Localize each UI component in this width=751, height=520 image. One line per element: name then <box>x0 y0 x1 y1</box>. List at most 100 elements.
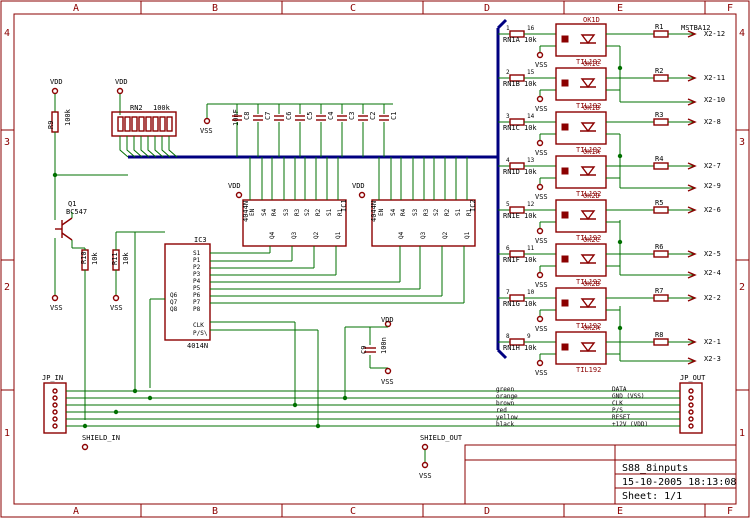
ic3-pin-label: P6 <box>193 292 201 299</box>
wire-color-5: yellow <box>496 414 518 421</box>
extra-outputs: X2-10 X2-9 X2-4 X2-3 MSTBA12 <box>681 24 725 363</box>
grid-col-f: F <box>727 3 733 14</box>
opto-label: OK2D <box>583 192 600 200</box>
rn-value: 10k <box>524 168 537 176</box>
ic3-4014: IC3 4014N S1P1P2P3P4P5P6P7P8CLKP/S\Q6Q7Q… <box>149 236 465 428</box>
opto-value: TIL192 <box>576 322 601 330</box>
ic3-pin-label: P5 <box>193 285 201 292</box>
ic-out-label: Q4 <box>269 231 276 239</box>
rn-label: RN1E <box>503 212 520 220</box>
out-label: X2-1 <box>704 338 721 346</box>
jp-in-label: JP_IN <box>42 374 63 382</box>
r10-value: 10k <box>91 252 99 265</box>
out-label: X2-6 <box>704 206 721 214</box>
grid-row-2-right: 2 <box>739 282 745 293</box>
r-label: R2 <box>655 67 663 75</box>
cap-label: C7 <box>264 112 272 120</box>
r11-label: R11 <box>111 252 119 265</box>
grid-row-4: 4 <box>4 28 10 39</box>
out-label: X2-11 <box>704 74 725 82</box>
rn-value: 10k <box>524 80 537 88</box>
r-label: R3 <box>655 111 663 119</box>
r9-label: R9 <box>47 121 55 129</box>
rn-pin: 13 <box>527 157 535 164</box>
cap-value: 10nF <box>232 109 240 126</box>
rn-value: 10k <box>524 344 537 352</box>
grid-row-4-right: 4 <box>739 28 745 39</box>
vdd-label-2: VDD <box>115 78 128 86</box>
ic3-pin-label: P4 <box>193 278 201 285</box>
grid-row-1: 1 <box>4 428 10 439</box>
q1-value: BC547 <box>66 208 87 216</box>
out-x2-10: X2-10 <box>704 96 725 104</box>
vss-label: VSS <box>535 149 548 157</box>
ic-pin-label: S1 <box>326 208 333 216</box>
ic-pin-label: R1 <box>466 208 473 216</box>
grid-col-d-bottom: D <box>484 506 490 517</box>
grid-col-f-bottom: F <box>727 506 733 517</box>
ic-out-label: Q2 <box>313 231 320 239</box>
out-x2-9: X2-9 <box>704 182 721 190</box>
out-label: X2-12 <box>704 30 725 38</box>
ic-pin-label: R4 <box>400 208 407 216</box>
out-x2-4: X2-4 <box>704 269 721 277</box>
ic3-pin-label: P/S\ <box>193 330 208 337</box>
out-label: X2-7 <box>704 162 721 170</box>
opto-value: TIL192 <box>576 102 601 110</box>
ic-pin-label: S2 <box>304 208 311 216</box>
rn-value: 10k <box>524 212 537 220</box>
vdd-label-5: VDD <box>381 316 394 324</box>
rn-pin: 5 <box>506 201 510 208</box>
rn-pin: 2 <box>506 69 510 76</box>
vss-label: VSS <box>535 61 548 69</box>
r10-label: R10 <box>80 251 88 264</box>
signal-1: DATA <box>612 386 627 393</box>
grid-row-2: 2 <box>4 282 10 293</box>
out-x2-3: X2-3 <box>704 355 721 363</box>
rn-pin: 12 <box>527 201 535 208</box>
opto-label: OK1C <box>583 60 600 68</box>
out-label: X2-2 <box>704 294 721 302</box>
grid-col-e-bottom: E <box>617 506 623 517</box>
title-date: 15-10-2005 18:13:08 <box>622 477 736 488</box>
out-label: X2-8 <box>704 118 721 126</box>
signal-6: +12V (VDD) <box>612 421 648 428</box>
ic2-label: IC2 <box>469 199 477 212</box>
vss-label-4: VSS <box>381 378 394 386</box>
rn-value: 10k <box>524 300 537 308</box>
opto-value: TIL192 <box>576 58 601 66</box>
grid-col-b-bottom: B <box>212 506 218 517</box>
rn-pin: 4 <box>506 157 510 164</box>
signal-3: CLK <box>612 400 623 407</box>
c9-value: 100n <box>380 337 388 354</box>
opto-label: OK2C <box>583 236 600 244</box>
rn-label: RN1B <box>503 80 520 88</box>
c9-decoupling: VDD C9 100n VSS <box>344 316 394 396</box>
ic-pin-label: R3 <box>294 208 301 216</box>
ic-out-label: Q2 <box>442 231 449 239</box>
rn-pin: 11 <box>527 245 535 252</box>
title-name: S88_8inputs <box>622 463 688 474</box>
title-block: S88_8inputs 15-10-2005 18:13:08 Sheet: 1… <box>464 444 737 505</box>
grid-row-1-right: 1 <box>739 428 745 439</box>
ic1-value: 4044N <box>242 201 250 222</box>
cap-label: C1 <box>390 112 398 120</box>
rn-value: 10k <box>524 36 537 44</box>
ic2-value: 4044N <box>370 201 378 222</box>
ic-pin-label: S2 <box>433 208 440 216</box>
rn-pin: 14 <box>527 113 535 120</box>
opto-label: OK1A <box>583 148 601 156</box>
jp-out-label: JP_OUT <box>680 374 706 382</box>
rn-label: RN1D <box>503 168 520 176</box>
vss-label: VSS <box>535 105 548 113</box>
grid-col-d: D <box>484 3 490 14</box>
ic3-label: IC3 <box>194 236 207 244</box>
opto-value: TIL192 <box>576 146 601 154</box>
rn-value: 10k <box>524 256 537 264</box>
cap-label: C6 <box>285 112 293 120</box>
